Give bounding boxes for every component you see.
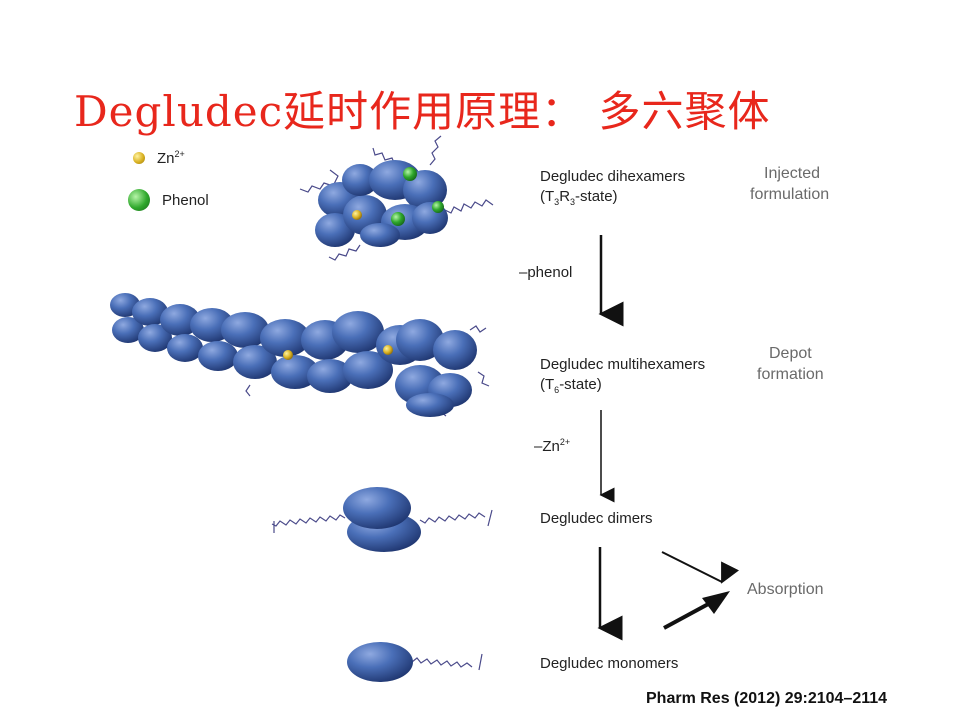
legend-phenol-label: Phenol (162, 191, 209, 209)
state-label-multihexamers: Degludec multihexamers (T6-state) (540, 356, 706, 395)
state-label-dihexamers: Degludec dihexamers (T3R3-state) (540, 168, 686, 207)
multihexamer-illustration (110, 293, 490, 417)
dimer-illustration (271, 487, 493, 552)
slide-title: Degludec延时作用原理： 多六聚体 (74, 87, 771, 136)
state-label-monomers: Degludec monomers (540, 655, 679, 672)
dihexamer-illustration (299, 135, 494, 261)
arrow-monomer-to-absorption (663, 591, 730, 630)
step-label-minus-zn: –Zn2+ (534, 437, 571, 455)
zinc-ion-icon (133, 152, 145, 164)
side-label-injected-formulation: Injected formulation (750, 165, 830, 203)
side-label-absorption: Absorption (747, 581, 824, 598)
legend-phenol: Phenol (128, 189, 209, 211)
monomer-illustration (347, 642, 483, 682)
legend-zn: Zn2+ (133, 149, 185, 167)
side-label-depot-formation: Depot formation (757, 345, 824, 383)
step-label-minus-phenol: –phenol (519, 264, 573, 281)
arrow-dimer-to-absorption (661, 551, 739, 584)
legend-zn-label: Zn2+ (157, 149, 185, 167)
state-label-dimers: Degludec dimers (540, 510, 653, 527)
flow-arrows (597, 235, 739, 641)
phenol-molecule-icon (128, 189, 150, 211)
citation: Pharm Res (2012) 29:2104–2114 (646, 690, 888, 707)
